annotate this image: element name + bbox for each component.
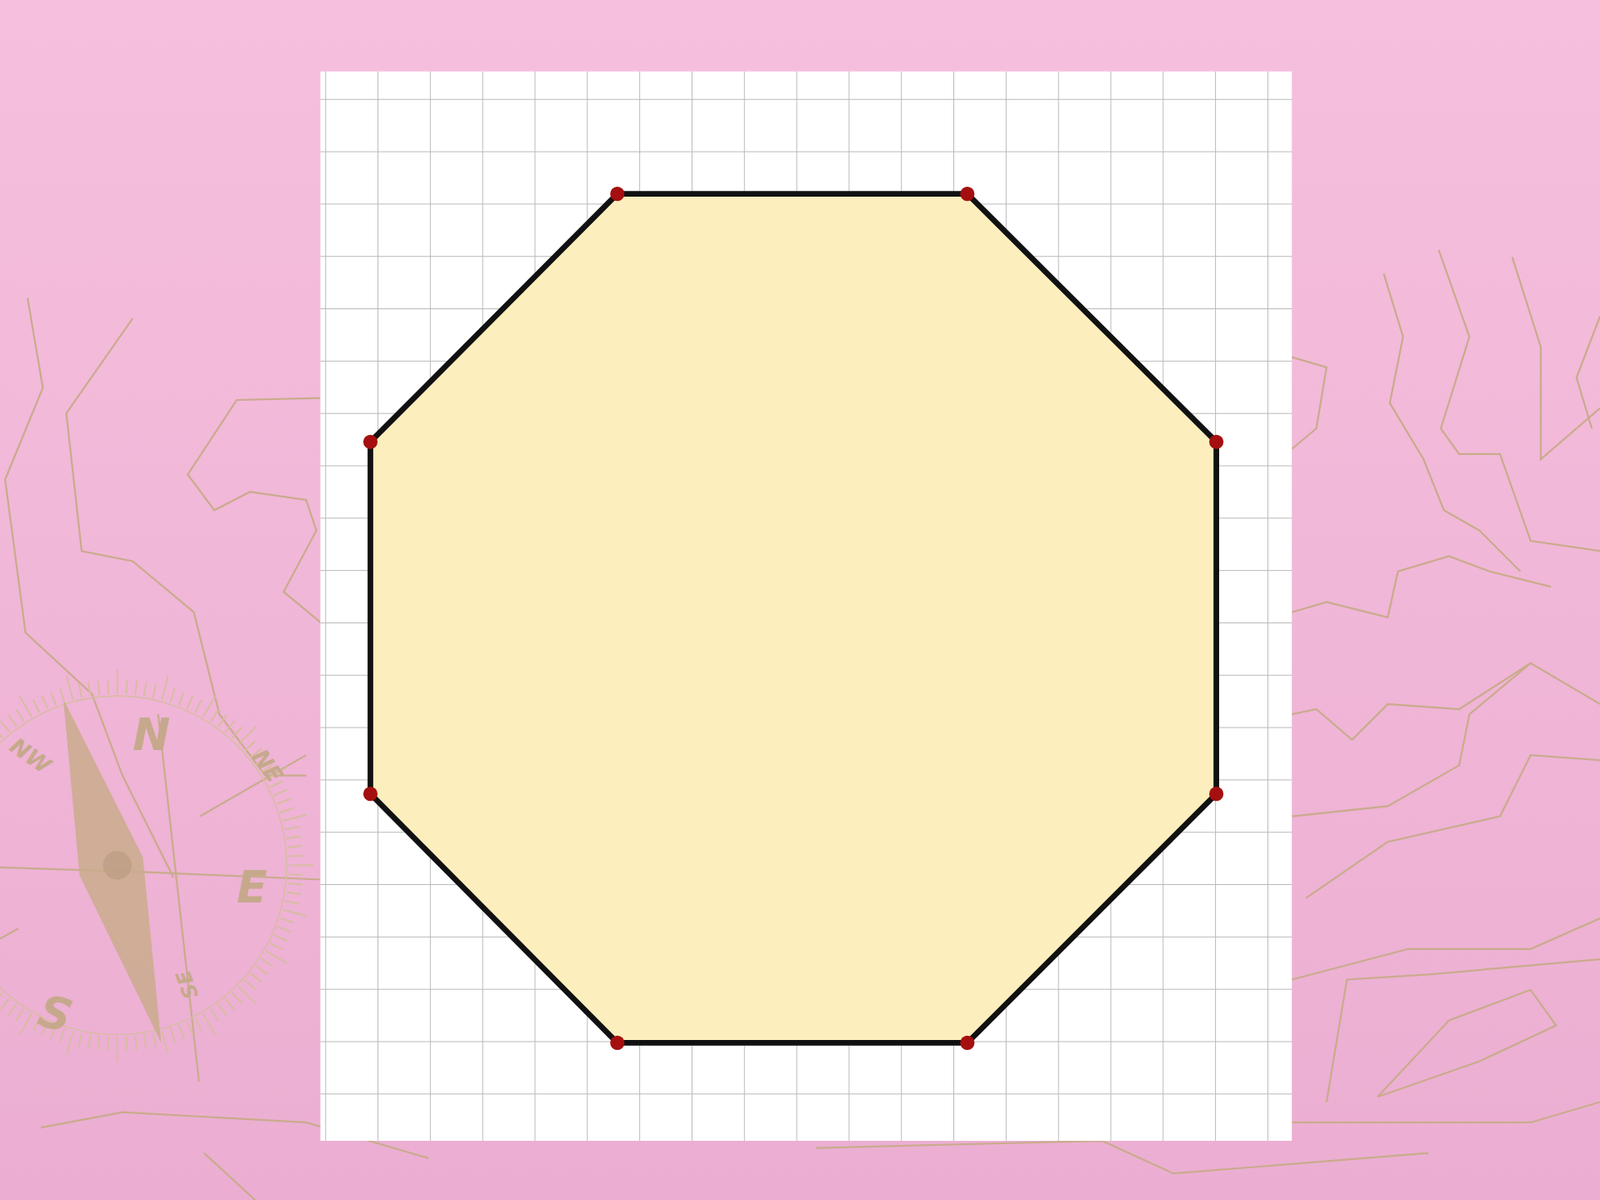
compass-tick xyxy=(135,680,137,695)
grid-lines xyxy=(320,71,1292,1141)
compass-tick xyxy=(210,1009,219,1021)
compass-tick xyxy=(245,740,256,750)
compass-tick xyxy=(88,1035,91,1050)
compass-tick xyxy=(285,900,300,905)
compass-tick xyxy=(125,1036,129,1051)
compass-tick xyxy=(186,1021,193,1035)
compass-tick xyxy=(8,1004,17,1016)
compass-letter: NW xyxy=(5,734,55,778)
compass-tick xyxy=(179,1025,185,1039)
compass-tick xyxy=(179,691,185,705)
compass-letter: S xyxy=(33,988,76,1040)
compass-tick xyxy=(225,998,235,1010)
compass-tick xyxy=(170,1028,175,1042)
compass-letter: SE xyxy=(173,967,203,1002)
compass-tick xyxy=(289,864,314,866)
compass-tick xyxy=(15,1009,24,1021)
compass-tick xyxy=(170,688,175,702)
compass-tick xyxy=(19,695,32,717)
compass-tick xyxy=(153,683,157,698)
compass-tick xyxy=(203,1014,216,1035)
compass-tick xyxy=(0,720,10,732)
compass-letter: NE xyxy=(248,745,287,787)
compass-tick xyxy=(260,958,273,966)
compass-tick xyxy=(186,695,193,710)
compass-tick xyxy=(283,910,307,917)
compass-tick xyxy=(78,683,82,698)
compass-tick xyxy=(19,1014,32,1035)
compass-tick xyxy=(98,1035,100,1050)
compass-tick xyxy=(195,700,202,713)
compass-tick xyxy=(161,675,169,700)
compass-tick xyxy=(238,986,256,1005)
compass-tick xyxy=(41,695,48,710)
compass-letter: E xyxy=(236,865,268,910)
compass-tick xyxy=(33,700,40,713)
compass-tick xyxy=(280,808,294,813)
compass-tick xyxy=(78,1033,82,1048)
compass-tick xyxy=(0,992,3,1004)
octagon xyxy=(370,194,1216,1044)
compass-tick xyxy=(66,675,74,700)
compass-tick xyxy=(15,709,24,721)
compass-tick xyxy=(106,1036,110,1051)
compass-tick xyxy=(231,992,241,1004)
compass-tick xyxy=(218,715,227,727)
compass-tick xyxy=(280,918,294,923)
vertex-dots xyxy=(363,186,1224,1050)
compass-tick xyxy=(50,691,56,705)
compass-tick xyxy=(288,873,303,876)
compass-tick xyxy=(286,892,301,895)
compass-tick xyxy=(0,998,10,1010)
compass-tick xyxy=(116,669,119,694)
compass-rose xyxy=(0,669,314,1061)
compass-tick xyxy=(66,1030,74,1055)
compass-tick xyxy=(287,845,302,848)
compass-tick xyxy=(210,709,219,721)
compass-tick xyxy=(245,980,256,990)
compass-tick xyxy=(0,727,3,739)
compass-tick xyxy=(98,680,100,695)
compass-tick xyxy=(285,826,300,830)
compass-tick xyxy=(203,695,216,717)
compass-tick xyxy=(125,680,129,695)
compass-tick xyxy=(106,680,110,695)
compass-tick xyxy=(274,790,288,796)
compass-tick xyxy=(218,1004,227,1016)
compass-tick xyxy=(283,815,307,822)
compass-tick xyxy=(255,965,268,975)
compass-tick xyxy=(135,1035,137,1050)
compass-tick xyxy=(144,1035,147,1050)
compass-tick xyxy=(288,855,303,858)
compass-tick xyxy=(286,836,301,840)
compass-tick xyxy=(225,720,235,732)
compass-tick xyxy=(88,681,91,696)
compass-tick xyxy=(231,727,241,739)
compass-tick xyxy=(153,1033,157,1048)
compass-tick xyxy=(274,935,288,941)
grid-paper xyxy=(320,71,1292,1141)
compass-tick xyxy=(195,1018,202,1031)
compass-tick xyxy=(287,883,302,885)
compass-tick xyxy=(238,726,256,745)
compass-tick xyxy=(116,1036,119,1061)
compass-tick xyxy=(250,973,262,983)
compass-tick xyxy=(270,943,283,950)
compass-tick xyxy=(277,799,291,805)
compass-tick xyxy=(265,950,287,964)
compass-tick xyxy=(144,681,147,696)
compass-letter: N xyxy=(132,712,170,758)
compass-tick xyxy=(277,926,291,932)
compass-tick xyxy=(8,715,17,727)
compass-tick xyxy=(60,688,65,702)
compass-tick xyxy=(161,1030,169,1055)
